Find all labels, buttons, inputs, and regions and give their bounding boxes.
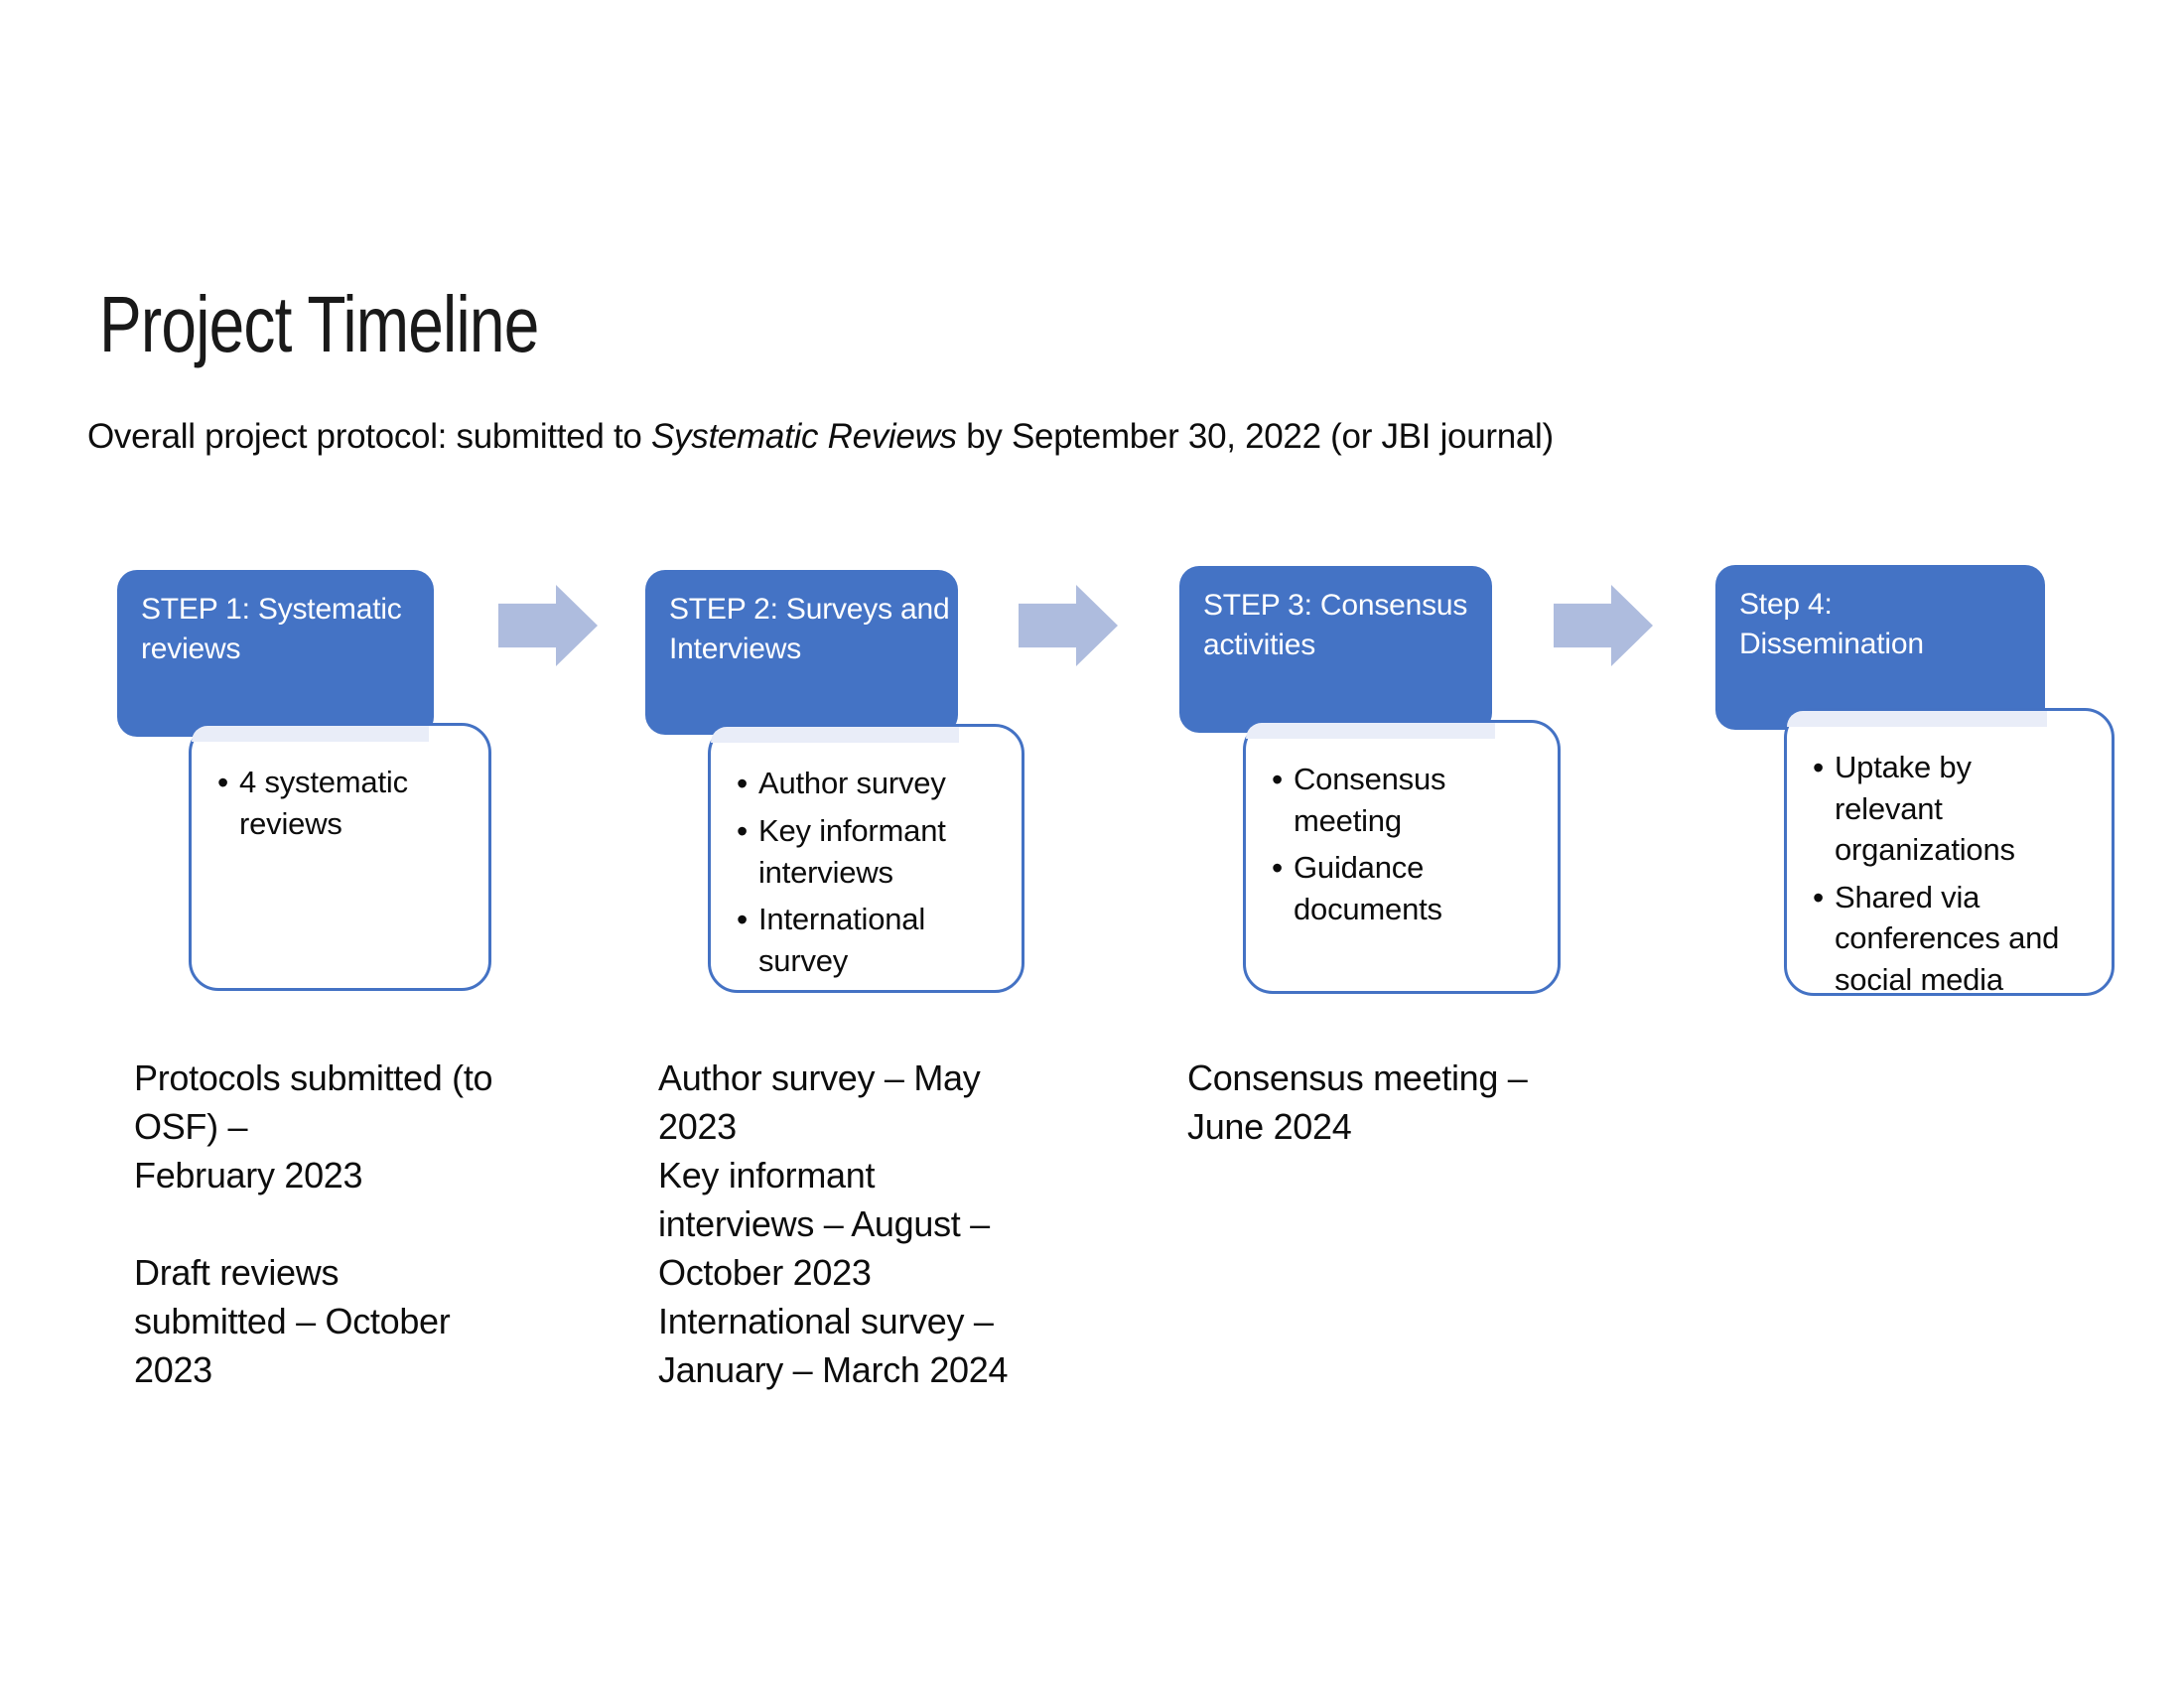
- bullet-text: International survey: [758, 902, 926, 978]
- list-item: • Shared via conferences and social media: [1813, 877, 2098, 1001]
- subtitle-prefix: Overall project protocol: submitted to: [87, 417, 652, 456]
- step1-title: STEP 1: Systematic reviews: [141, 593, 402, 665]
- bullet-icon: •: [737, 766, 749, 801]
- list-item: • Guidance documents: [1272, 847, 1544, 929]
- step4-bullet-list: • Uptake by relevant organizations • Share…: [1787, 747, 2112, 1000]
- step2-detail-card: •Author survey •Key informant interviews…: [708, 724, 1024, 993]
- process-arrow-icon: [1019, 585, 1118, 666]
- bullet-text: Guidance documents: [1294, 850, 1442, 926]
- step2-bullet-list: •Author survey •Key informant interviews…: [711, 763, 1022, 981]
- slide-subtitle: Overall project protocol: submitted to S…: [87, 417, 1554, 457]
- step2-title: STEP 2: Surveys and Interviews: [669, 593, 950, 665]
- bullet-text: Key informant interviews: [758, 813, 946, 890]
- bullet-text: Consensus meeting: [1294, 762, 1446, 838]
- bullet-icon: •: [1272, 850, 1284, 887]
- process-arrow-icon: [498, 585, 598, 666]
- list-item: •International survey: [737, 899, 1008, 981]
- subtitle-journal-name: Systematic Reviews: [651, 417, 957, 456]
- bullet-text: Uptake by relevant organizations: [1835, 750, 2015, 868]
- list-item: • Uptake by relevant organizations: [1813, 747, 2098, 871]
- bullet-icon: •: [217, 765, 229, 800]
- step3-bullet-list: • Consensus meeting • Guidance documents: [1246, 759, 1558, 929]
- step1-header-box: STEP 1: Systematic reviews: [117, 570, 434, 737]
- subtitle-suffix: by September 30, 2022 (or JBI journal): [956, 417, 1554, 456]
- bullet-text: Shared via conferences and social media: [1835, 879, 2060, 997]
- bullet-text: 4 systematic reviews: [239, 765, 408, 841]
- process-arrow-icon: [1554, 585, 1653, 666]
- step4-detail-card: • Uptake by relevant organizations • Share…: [1784, 708, 2115, 997]
- list-item: •Key informant interviews: [737, 810, 1008, 893]
- slide-title: Project Timeline: [99, 280, 539, 368]
- step3-header-box: STEP 3: Consensus activities: [1179, 566, 1492, 733]
- step4-header-box: Step 4: Dissemination: [1715, 565, 2045, 730]
- step4-title: Step 4: Dissemination: [1739, 588, 1924, 660]
- step3-timeline-note: Consensus meeting – June 2024: [1187, 1057, 1528, 1147]
- bullet-icon: •: [737, 902, 749, 938]
- step1-bullet-list: • 4 systematic reviews: [192, 762, 488, 844]
- list-item: • 4 systematic reviews: [217, 762, 475, 844]
- list-item: • Author survey: [737, 763, 1008, 804]
- step1-detail-card: • 4 systematic reviews: [189, 723, 491, 991]
- step3-title: STEP 3: Consensus activities: [1203, 589, 1468, 661]
- step3-detail-card: • Consensus meeting • Guidance documents: [1243, 720, 1561, 994]
- step2-timeline-note: Author survey – May 2023 Key informant i…: [658, 1057, 1009, 1390]
- bullet-icon: •: [1272, 762, 1284, 797]
- list-item: • Consensus meeting: [1272, 759, 1544, 841]
- bullet-icon: •: [1813, 879, 1825, 915]
- bullet-icon: •: [1813, 750, 1825, 785]
- step1-timeline-note: Protocols submitted (to OSF) – February …: [134, 1057, 493, 1390]
- bullet-icon: •: [737, 813, 749, 850]
- step2-header-box: STEP 2: Surveys and Interviews: [645, 570, 958, 735]
- bullet-text: Author survey: [758, 766, 946, 800]
